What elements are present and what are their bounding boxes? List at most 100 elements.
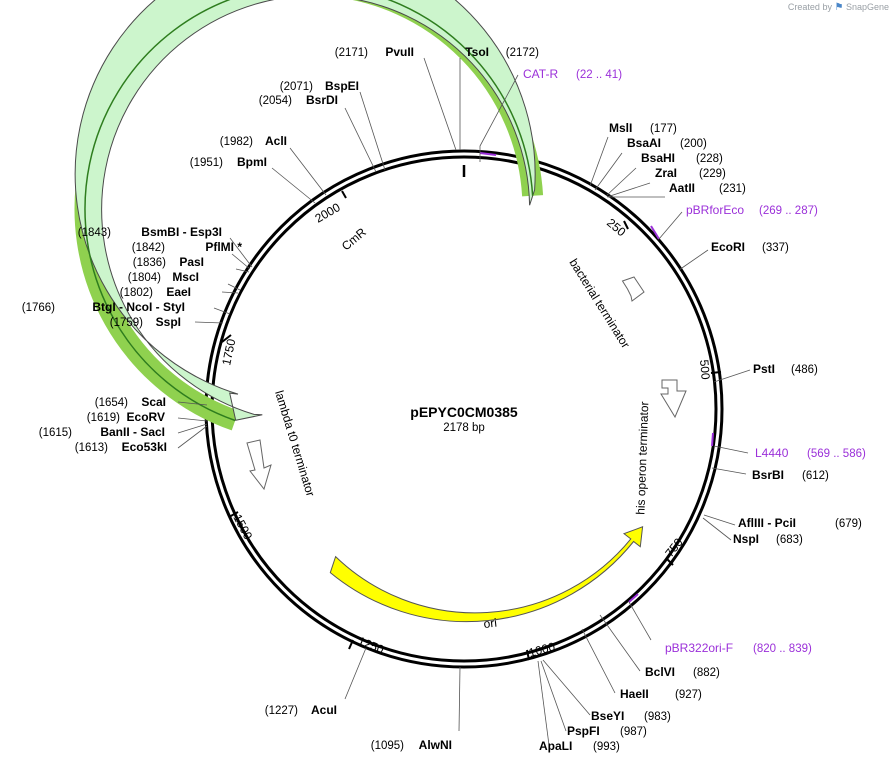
enzyme-position: (1615)	[39, 427, 72, 439]
enzyme-name: PvuII	[385, 45, 414, 59]
credit-brand: SnapGene	[845, 2, 889, 12]
enzyme-name: AlwNI	[419, 738, 452, 752]
leader-lines	[177, 57, 751, 746]
enzyme-name: MscI	[172, 270, 199, 284]
enzyme-name: BspEI	[325, 79, 359, 93]
tick-2000	[341, 190, 347, 199]
ori-arrow	[329, 526, 644, 623]
plasmid-size: 2178 bp	[443, 422, 485, 434]
enzyme-position: (683)	[776, 534, 803, 546]
enzyme-name: BseYI	[591, 709, 624, 723]
plasmid-name: pEPYC0CM0385	[410, 404, 518, 420]
enzyme-position: (612)	[802, 470, 829, 482]
enzyme-position: (1759)	[110, 317, 143, 329]
tick-1500	[228, 511, 239, 518]
enzyme-position: (2071)	[280, 81, 313, 93]
enzyme-name: PasI	[179, 255, 204, 269]
enzyme-position: (231)	[719, 183, 746, 195]
enzyme-position: (200)	[680, 138, 707, 150]
enzyme-name: TsoI	[465, 45, 489, 59]
cmr-label: CmR	[339, 225, 369, 254]
cmr-arrow	[74, 0, 536, 421]
enzyme-name: BsaHI	[641, 151, 675, 165]
tick-label-1000: 1000	[527, 639, 557, 660]
enzyme-position: (1227)	[265, 705, 298, 717]
primer-name: CAT-R	[523, 67, 558, 81]
enzyme-position: (983)	[644, 711, 671, 723]
enzyme-position: (1982)	[220, 136, 253, 148]
enzyme-name: EcoRI	[711, 240, 745, 254]
enzyme-name: Eco53kI	[122, 440, 167, 454]
enzyme-name: HaeII	[620, 687, 649, 701]
enzyme-name: ApaLI	[539, 739, 572, 753]
credit-prefix: Created by	[787, 2, 832, 12]
enzyme-name: PstI	[753, 362, 775, 376]
primer-mark-cat-r	[479, 152, 497, 156]
enzyme-name: AclI	[265, 134, 287, 148]
his-operon-terminator-arrow	[660, 379, 687, 419]
enzyme-position: (993)	[593, 741, 620, 753]
primer-name: pBRforEco	[686, 203, 744, 217]
tick-1750	[221, 334, 232, 343]
enzyme-position: (1095)	[371, 740, 404, 752]
enzyme-position: (1766)	[22, 302, 55, 314]
enzyme-position: (1843)	[78, 227, 111, 239]
enzyme-name: ZraI	[655, 166, 677, 180]
enzyme-position: (229)	[699, 168, 726, 180]
lambda-terminator-arrow	[246, 439, 272, 491]
enzyme-position: (987)	[620, 726, 647, 738]
enzyme-name: BsaAI	[627, 136, 661, 150]
enzyme-name: BsrDI	[306, 93, 338, 107]
enzyme-position: (486)	[791, 364, 818, 376]
enzyme-position: (1836)	[133, 257, 166, 269]
primer-name: L4440	[755, 446, 789, 460]
tick-label-1750: 1750	[219, 337, 238, 366]
enzyme-name: PspFI	[567, 724, 600, 738]
enzyme-name: SspI	[156, 315, 181, 329]
tick-250	[623, 220, 629, 230]
enzyme-name: BpmI	[237, 155, 267, 169]
primer-position: (22 .. 41)	[576, 69, 622, 81]
his-operon-terminator-label: his operon terminator	[633, 401, 651, 515]
enzyme-position: (1619)	[87, 412, 120, 424]
tick-label-750: 750	[662, 535, 686, 560]
enzyme-name: BtgI - NcoI - StyI	[92, 300, 185, 314]
lambda-terminator-label: lambda t0 terminator	[272, 389, 318, 498]
enzyme-position: (2172)	[506, 47, 539, 59]
tick-1000	[526, 649, 530, 661]
enzyme-position: (882)	[693, 667, 720, 679]
tick-500	[710, 371, 722, 374]
tick-label-500: 500	[697, 359, 713, 380]
enzyme-name: AatII	[669, 181, 695, 195]
enzyme-position: (337)	[762, 242, 789, 254]
enzyme-position: (1842)	[132, 242, 165, 254]
primer-mark-l4440	[711, 432, 714, 447]
bacterial-terminator-arrow	[621, 276, 645, 302]
tick-label-250: 250	[604, 216, 629, 240]
primer-name: pBR322ori-F	[665, 641, 733, 655]
primer-mark-pbrforeco	[650, 225, 660, 240]
enzyme-position: (679)	[835, 518, 862, 530]
enzyme-position: (228)	[696, 153, 723, 165]
tick-750	[666, 558, 674, 566]
tick-1250	[348, 639, 354, 650]
enzyme-name: EaeI	[166, 285, 191, 299]
primer-position: (269 .. 287)	[759, 205, 818, 217]
enzyme-position: (1613)	[75, 442, 108, 454]
enzyme-name: MslI	[609, 121, 632, 135]
enzyme-position: (1951)	[190, 157, 223, 169]
enzyme-name: BsmBI - Esp3I	[141, 225, 222, 239]
tick-label-1250: 1250	[356, 634, 386, 657]
primer-labels: CAT-R (22 .. 41) pBRforEco (269 .. 287) …	[523, 67, 866, 655]
primer-position: (820 .. 839)	[753, 643, 812, 655]
enzyme-name: NspI	[733, 532, 759, 546]
cmr-strand-line	[84, 0, 534, 422]
enzyme-name: BclVI	[645, 665, 675, 679]
snapgene-credit: Created by ⚑ SnapGene	[788, 2, 889, 13]
enzyme-position: (2054)	[259, 95, 292, 107]
enzyme-name: ScaI	[141, 395, 166, 409]
enzyme-labels-right: MslI (177) BsaAI (200) BsaHI (228) ZraI …	[539, 121, 862, 753]
enzyme-position: (1654)	[95, 397, 128, 409]
